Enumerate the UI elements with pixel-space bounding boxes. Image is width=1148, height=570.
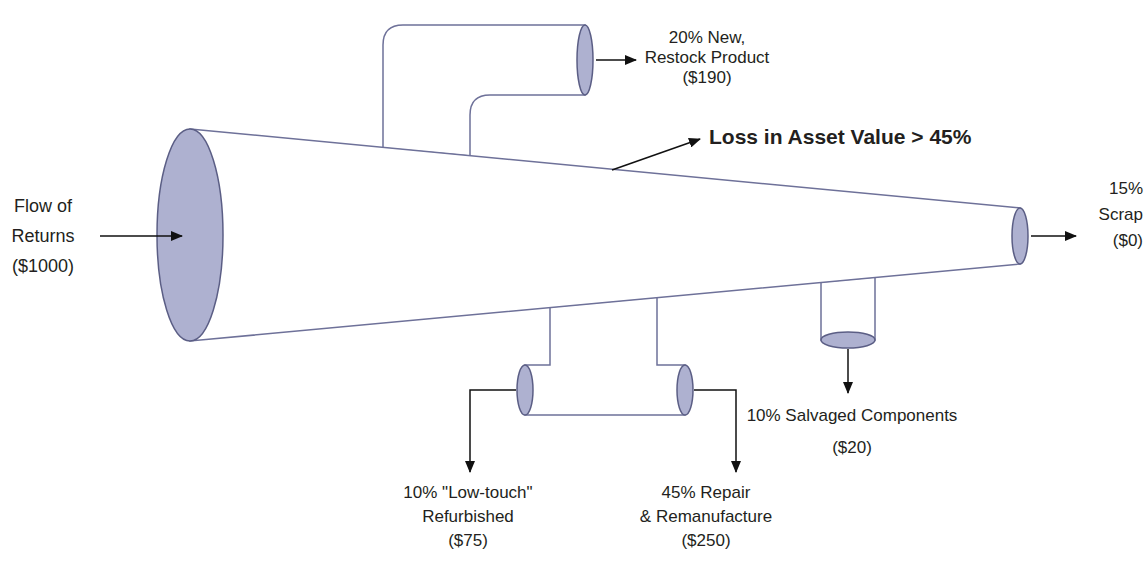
loss-label: Loss in Asset Value > 45% — [709, 124, 971, 150]
funnel-body — [190, 129, 1020, 341]
scrap-arrow — [1031, 235, 1076, 237]
restock-label: 20% New, Restock Product ($190) — [645, 28, 770, 88]
refurbish-pipe — [525, 297, 685, 415]
restock-pipe — [383, 25, 585, 156]
salvage-pipe — [821, 277, 875, 340]
repair-outlet — [677, 365, 693, 415]
salvage-arrow — [847, 349, 849, 393]
inflow-arrow — [100, 235, 182, 237]
refurbish-arrow — [470, 390, 516, 472]
inflow-label: Flow of Returns ($1000) — [11, 191, 74, 281]
refurbish-label: 10% "Low-touch" Refurbished ($75) — [403, 481, 532, 553]
scrap-label: 15% Scrap ($0) — [1099, 176, 1143, 254]
restock-arrow — [596, 59, 636, 61]
loss-arrow — [612, 139, 700, 170]
scrap-outlet — [1012, 208, 1028, 264]
refurbish-outlet — [517, 365, 533, 415]
repair-arrow — [694, 390, 736, 472]
repair-label: 45% Repair & Remanufacture ($250) — [640, 481, 772, 553]
restock-outlet — [577, 25, 593, 95]
salvage-label: 10% Salvaged Components ($20) — [747, 400, 958, 464]
funnel-inlet — [157, 129, 223, 341]
salvage-outlet — [821, 332, 875, 348]
